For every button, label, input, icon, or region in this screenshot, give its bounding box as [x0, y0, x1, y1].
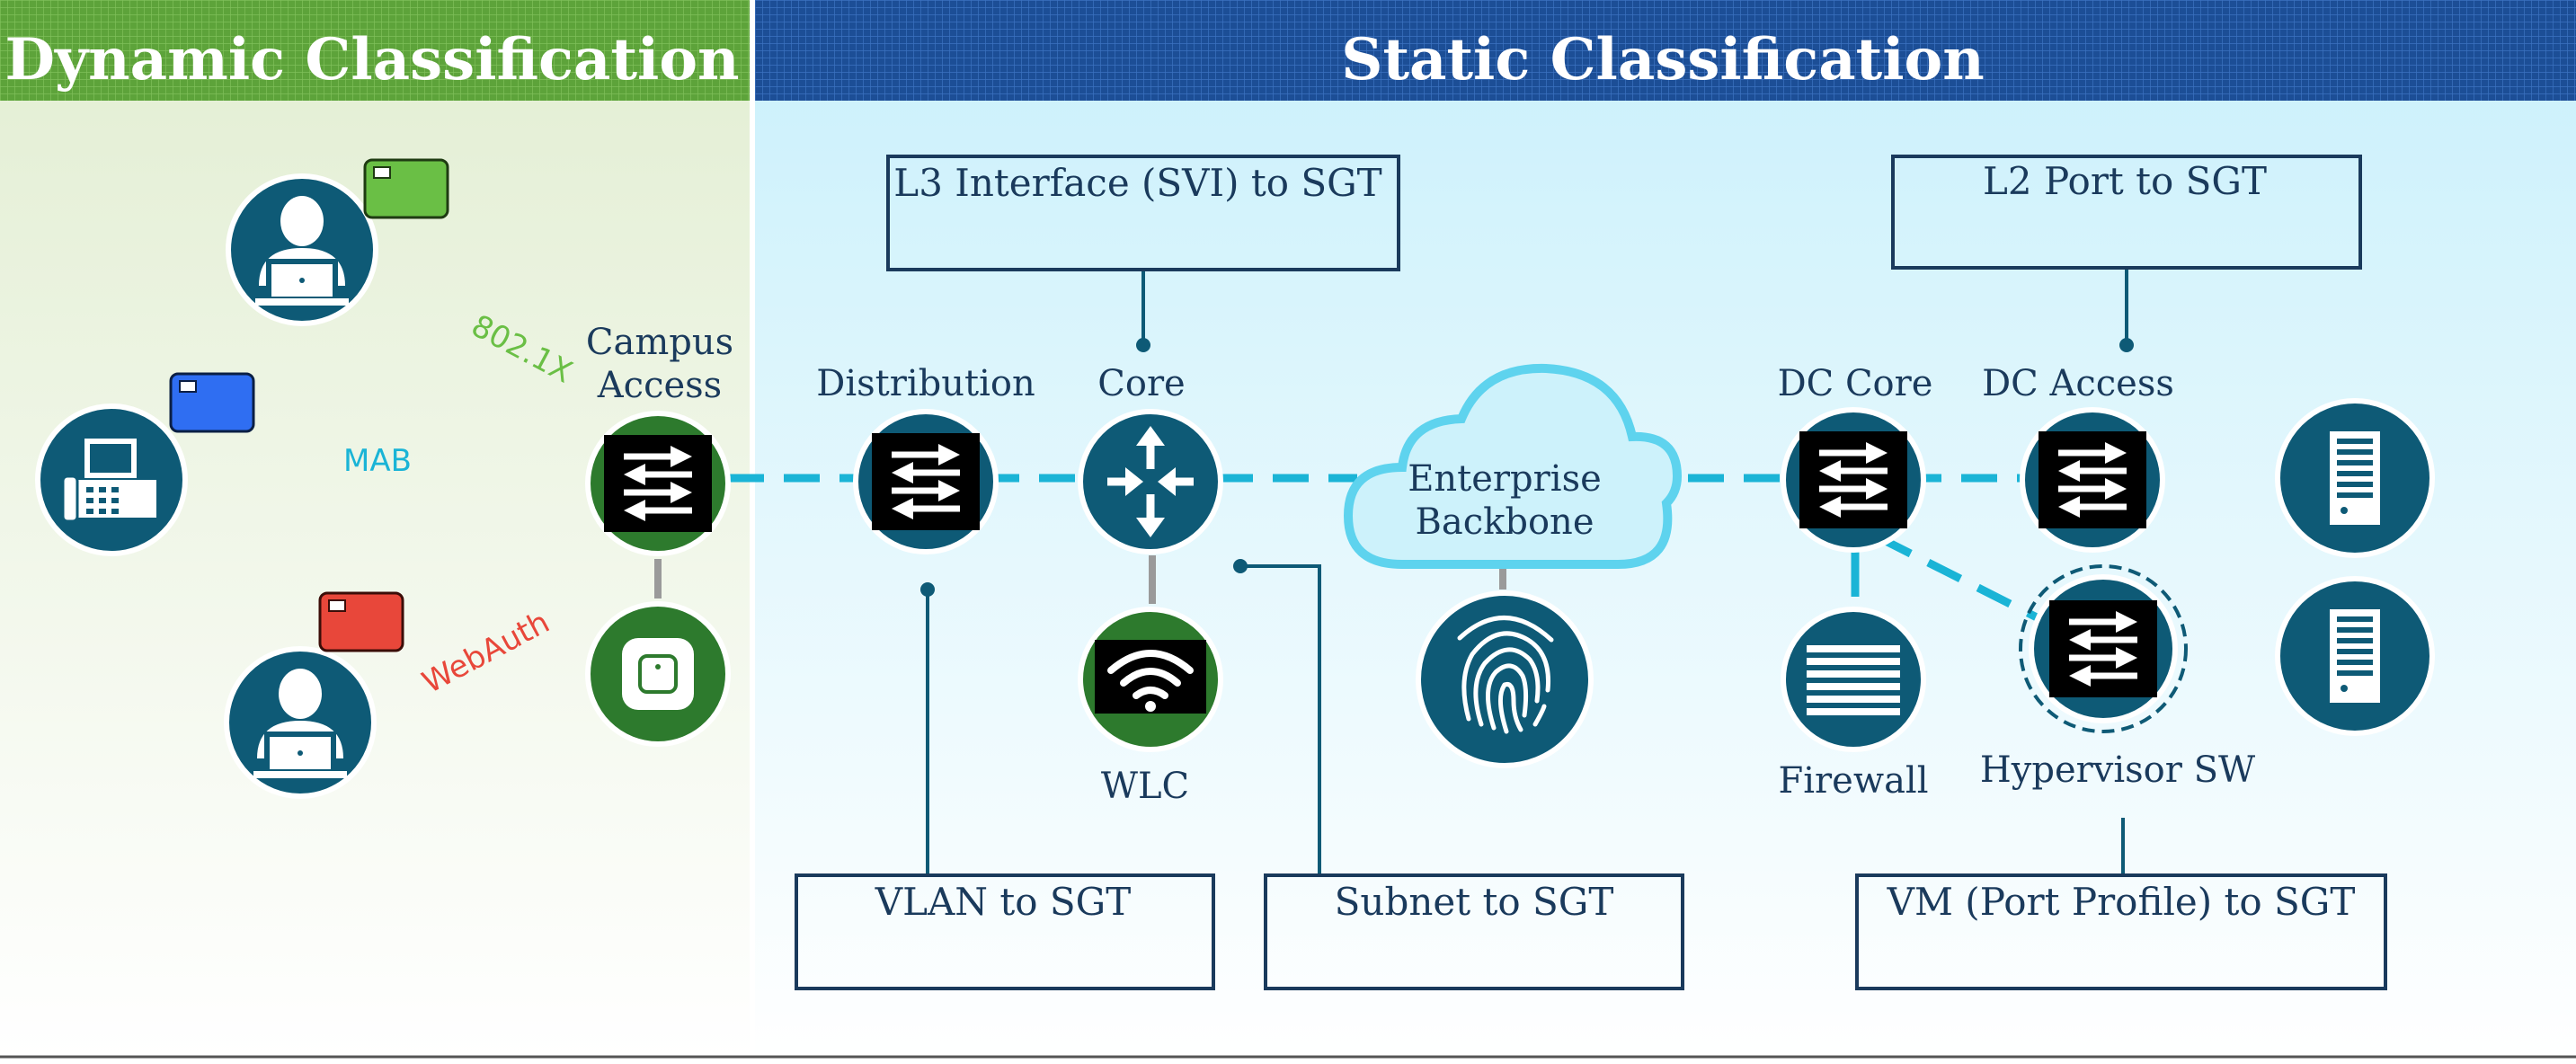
dc-core-label: DC Core [1778, 363, 1933, 404]
callout-l2-port: L2 Port to SGT [1891, 155, 2362, 270]
hypervisor-switch-icon [2019, 564, 2188, 733]
access-point-icon [585, 601, 731, 747]
callout-subnet: Subnet to SGT [1264, 873, 1684, 990]
router-icon [1078, 409, 1223, 554]
campus-access-label-line1: Campus [586, 322, 733, 363]
hypervisor-sw-label: Hypervisor SW [1980, 749, 2255, 791]
user-laptop-icon [227, 649, 374, 796]
fingerprint-icon [1416, 590, 1594, 768]
wlc-wifi-icon [1078, 607, 1223, 752]
user-laptop-icon [228, 176, 376, 324]
callout-l2-port-text: L2 Port to SGT [1983, 159, 2267, 203]
dc-access-switch-icon [2020, 407, 2165, 553]
method-mab: MAB [343, 443, 412, 479]
callout-vm-port-profile: VM (Port Profile) to SGT [1855, 873, 2387, 990]
distribution-switch-icon [853, 409, 999, 554]
server-icon [2278, 401, 2432, 555]
static-title: Static Classification [1341, 26, 1985, 93]
ip-phone-icon [35, 403, 188, 556]
firewall-label: Firewall [1778, 760, 1928, 802]
cloud-icon [1343, 363, 1683, 569]
backbone-label-line1: Enterprise [1408, 458, 1602, 500]
callout-vlan: VLAN to SGT [795, 873, 1215, 990]
dc-core-switch-icon [1781, 407, 1926, 553]
callout-l3-interface: L3 Interface (SVI) to SGT [886, 155, 1400, 271]
dynamic-header: Dynamic Classification [0, 0, 750, 101]
backbone-label-line2: Backbone [1415, 501, 1594, 543]
dc-access-label: DC Access [1982, 363, 2174, 404]
distribution-label: Distribution [816, 363, 1035, 404]
campus-access-switch-icon [585, 411, 731, 556]
callout-vlan-text: VLAN to SGT [875, 880, 1132, 924]
campus-access-label-line2: Access [597, 365, 722, 406]
server-icon [2278, 579, 2432, 733]
callout-subnet-text: Subnet to SGT [1335, 880, 1614, 924]
wlc-label: WLC [1101, 766, 1189, 807]
static-header: Static Classification [755, 0, 2576, 101]
callout-l3-interface-text: L3 Interface (SVI) to SGT [893, 161, 1381, 205]
firewall-icon [1781, 607, 1926, 752]
core-label: Core [1097, 363, 1185, 404]
dynamic-title: Dynamic Classification [4, 26, 739, 93]
callout-leaders [926, 268, 2128, 877]
callout-vm-port-profile-text: VM (Port Profile) to SGT [1887, 880, 2356, 924]
